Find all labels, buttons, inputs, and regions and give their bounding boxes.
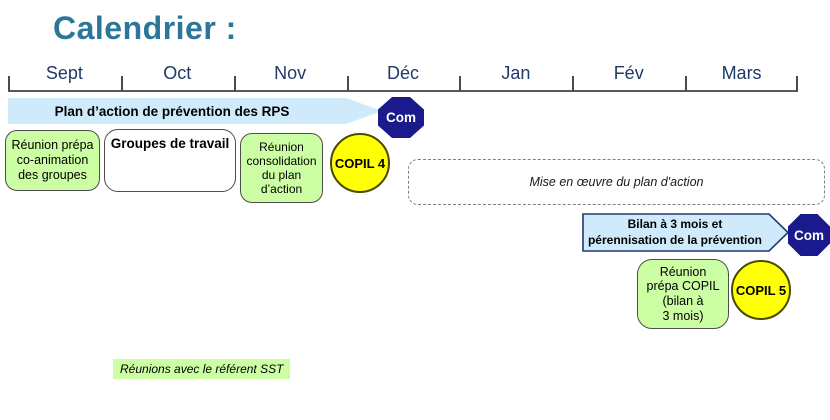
banner-plan-action: Plan d’action de prévention des RPS — [8, 98, 382, 124]
octagon-icon — [378, 97, 424, 138]
timeline-tick — [796, 76, 798, 91]
timeline-tick — [346, 76, 349, 91]
com-label-1: Com — [386, 110, 416, 125]
month-label: Mars — [721, 63, 762, 83]
timeline-tick — [8, 76, 10, 91]
copil-4-circle: COPIL 4 — [330, 133, 390, 193]
com-stop-sign-1: Com — [378, 97, 424, 138]
month-label: Sept — [45, 63, 83, 83]
timeline-axis: Sept Oct Nov Déc Jan Fév Mars — [8, 63, 798, 91]
copil-5-circle: COPIL 5 — [731, 260, 791, 320]
node-groupes-de-travail: Groupes de travail — [104, 129, 236, 192]
timeline-tick — [120, 76, 123, 91]
month-label: Jan — [501, 63, 531, 83]
timeline-tick — [685, 76, 688, 91]
com-label-2: Com — [794, 227, 824, 243]
timeline-tick — [572, 76, 575, 91]
banner-bilan-label: Bilan à 3 mois et pérennisation de la pr… — [587, 216, 763, 247]
month-label: Nov — [274, 63, 307, 83]
right-arrow-shape — [582, 213, 790, 252]
timeline-tick — [233, 76, 236, 91]
right-arrow-shape — [8, 98, 382, 124]
octagon-icon — [788, 214, 830, 256]
legend-referent-sst: Réunions avec le référent SST — [113, 359, 291, 379]
month-label: Déc — [386, 63, 419, 83]
banner-bilan: Bilan à 3 mois et pérennisation de la pr… — [582, 213, 790, 252]
node-reunion-prepa-groupes: Réunion prépa co-animation des groupes — [5, 130, 100, 191]
banner-plan-action-label: Plan d’action de prévention des RPS — [54, 103, 290, 119]
com-stop-sign-2: Com — [788, 214, 830, 256]
timeline-tick — [459, 76, 462, 91]
node-reunion-prepa-copil: Réunion prépa COPIL (bilan à 3 mois) — [637, 259, 729, 329]
page-title: Calendrier : — [53, 10, 237, 46]
phase-mise-en-oeuvre: Mise en œuvre du plan d'action — [408, 159, 825, 205]
month-label: Oct — [163, 63, 192, 83]
month-label: Fév — [613, 63, 644, 83]
node-reunion-consolidation: Réunion consolidation du plan d’action — [240, 133, 323, 203]
timeline-axis-line — [8, 90, 798, 92]
